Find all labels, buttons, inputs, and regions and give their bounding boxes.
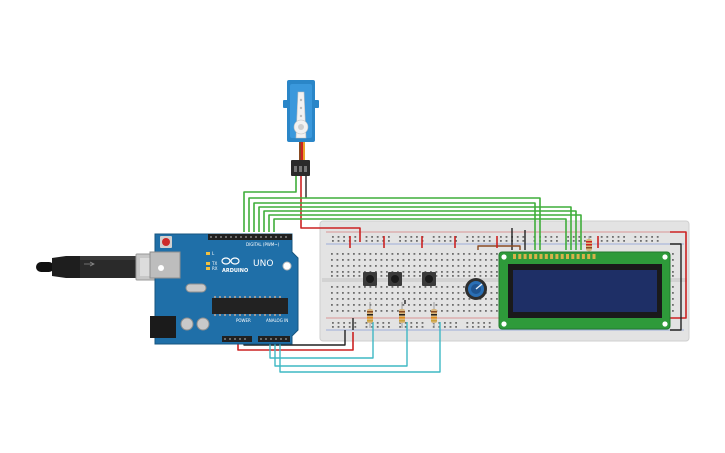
- resistor-3[interactable]: [431, 302, 437, 328]
- digital-label: DIGITAL (PWM~): [246, 242, 280, 247]
- arduino-uno[interactable]: DIGITAL (PWM~) L TX RX ARDUINO UNO POWER…: [149, 233, 299, 345]
- potentiometer[interactable]: [465, 278, 487, 300]
- wire-lcd-6: [273, 218, 567, 250]
- power-label: POWER: [236, 318, 251, 323]
- wire-lcd-3: [258, 206, 572, 250]
- wire-button-2: [274, 322, 408, 367]
- wire-lcd-5: [268, 214, 582, 250]
- led-label-l: L: [212, 251, 215, 256]
- analog-label: ANALOG IN: [266, 318, 288, 323]
- pushbutton-2[interactable]: [388, 272, 402, 286]
- lcd-header-pins: [513, 254, 596, 259]
- arduino-logo-text: ARDUINO: [222, 268, 248, 274]
- wire-button-1: [269, 322, 374, 359]
- arduino-logo-icon: [221, 257, 240, 265]
- wires[interactable]: [237, 176, 687, 373]
- servo-motor[interactable]: [283, 80, 319, 176]
- led-label-tx: TX: [211, 261, 217, 266]
- wire-lcd-4: [263, 210, 577, 250]
- wire-servo-signal: [243, 176, 297, 232]
- wire-lcd-1: [248, 197, 541, 250]
- wire-button-3: [279, 322, 441, 373]
- pushbutton-1[interactable]: [363, 272, 377, 286]
- resistor-1[interactable]: [367, 302, 373, 328]
- wire-lcd-brown: [477, 245, 521, 250]
- wire-servo-power: [300, 176, 361, 242]
- atmega-chip: [212, 298, 288, 314]
- reset-button[interactable]: [162, 238, 170, 246]
- resistor-2[interactable]: [399, 302, 405, 328]
- pushbutton-3[interactable]: [422, 272, 436, 286]
- lcd-screen: [513, 270, 657, 312]
- resistor-4[interactable]: [586, 236, 592, 254]
- lcd-16x2[interactable]: [498, 251, 671, 330]
- arduino-model-text: UNO: [253, 259, 273, 269]
- led-label-rx: RX: [212, 266, 218, 271]
- wire-lcd-2: [253, 202, 536, 250]
